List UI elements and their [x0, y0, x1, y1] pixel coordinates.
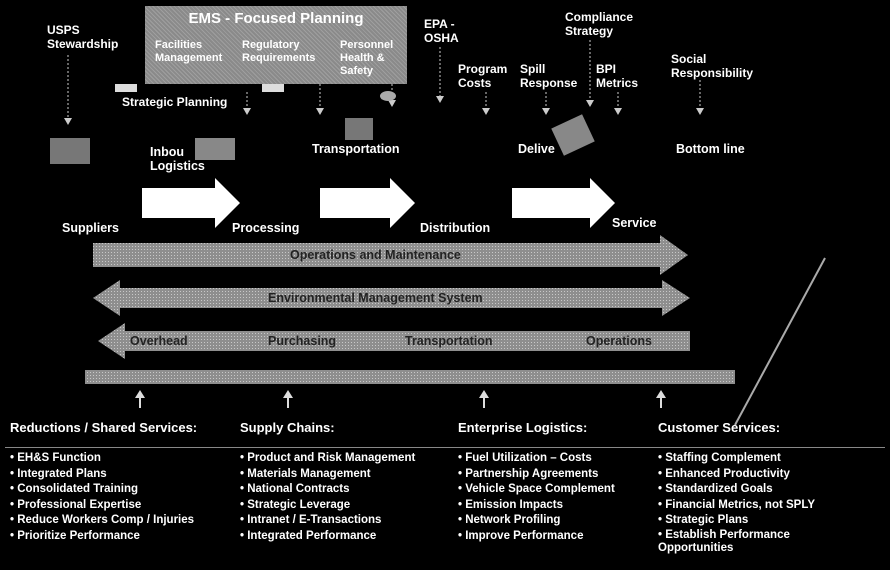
- delivery-truck-icon: [551, 114, 595, 156]
- truck-icon: [115, 84, 137, 92]
- list-item: Partnership Agreements: [458, 467, 615, 483]
- operations-label: Operations: [586, 334, 652, 348]
- arrow-inbound: [142, 178, 240, 228]
- list-item: Prioritize Performance: [10, 529, 197, 545]
- program-costs-label: Program Costs: [458, 62, 508, 90]
- arrow-transport: [320, 178, 415, 228]
- list-item: Integrated Performance: [240, 529, 415, 545]
- transportation-label: Transportation: [312, 142, 400, 156]
- overhead-bar: [98, 323, 690, 359]
- list-item: EH&S Function: [10, 451, 197, 467]
- arrow-delivery: [512, 178, 615, 228]
- list-item: Improve Performance: [458, 529, 615, 545]
- ops-maint-bar: [93, 235, 688, 275]
- vehicle-icon: [345, 118, 373, 140]
- spill-response-label: Spill Response: [520, 62, 578, 90]
- section-list: Fuel Utilization – Costs Partnership Agr…: [458, 451, 615, 544]
- section-supply-chains: Supply Chains: Product and Risk Manageme…: [240, 420, 415, 544]
- ems-bar: [93, 280, 690, 316]
- list-item: Consolidated Training: [10, 482, 197, 498]
- transportation-bar-label: Transportation: [405, 334, 493, 348]
- section-header: Enterprise Logistics:: [458, 420, 588, 435]
- suppliers-label: Suppliers: [62, 221, 119, 235]
- list-item: Product and Risk Management: [240, 451, 415, 467]
- inbound-logistics-label: Inbou Logistics: [150, 145, 205, 173]
- social-responsibility-label: Social Responsibility: [671, 52, 754, 80]
- distribution-label: Distribution: [420, 221, 491, 235]
- list-item: Staffing Complement: [658, 451, 815, 467]
- globe-icon: [380, 91, 396, 101]
- strategic-planning-label: Strategic Planning: [122, 95, 228, 109]
- ems-focused-planning-box: EMS - Focused Planning Facilities Manage…: [145, 6, 407, 84]
- list-item: Financial Metrics, not SPLY: [658, 498, 815, 514]
- list-item: Intranet / E-Transactions: [240, 513, 415, 529]
- epa-osha-label: EPA - OSHA: [424, 17, 459, 45]
- section-customer-services: Customer Services: Staffing Complement E…: [658, 420, 815, 555]
- ops-maint-label: Operations and Maintenance: [290, 248, 461, 262]
- purchasing-label: Purchasing: [268, 334, 337, 348]
- bottom-line-label: Bottom line: [676, 142, 745, 156]
- ems-col-regulatory: Regulatory Requirements: [242, 39, 316, 64]
- section-header: Customer Services:: [658, 420, 781, 435]
- section-reductions: Reductions / Shared Services: EH&S Funct…: [10, 420, 197, 544]
- truck-icon-2: [262, 84, 284, 92]
- bpi-metrics-label: BPI Metrics: [596, 62, 639, 90]
- delivery-label: Delive: [518, 142, 555, 156]
- top-connectors: [50, 40, 704, 164]
- service-label: Service: [612, 216, 657, 230]
- supplier-image-icon: [50, 138, 90, 164]
- section-enterprise-logistics: Enterprise Logistics: Fuel Utilization –…: [458, 420, 615, 544]
- ems-title: EMS - Focused Planning: [188, 10, 364, 27]
- list-item: Establish Performance Opportunities: [658, 529, 815, 555]
- list-item: Enhanced Productivity: [658, 467, 815, 483]
- base-bar: [85, 370, 735, 384]
- list-item: Materials Management: [240, 467, 415, 483]
- list-item: Standardized Goals: [658, 482, 815, 498]
- list-item: Strategic Plans: [658, 513, 815, 529]
- list-item: Network Profiling: [458, 513, 615, 529]
- ems-bar-label: Environmental Management System: [268, 291, 483, 305]
- ems-col-personnel: Personnel Health & Safety: [340, 39, 394, 77]
- section-divider: [5, 447, 885, 448]
- list-item: Fuel Utilization – Costs: [458, 451, 615, 467]
- list-item: Reduce Workers Comp / Injuries: [10, 513, 197, 529]
- overhead-label: Overhead: [130, 334, 188, 348]
- section-list: Staffing Complement Enhanced Productivit…: [658, 451, 815, 555]
- ems-col-facilities: Facilities Management: [155, 39, 223, 64]
- section-header: Supply Chains:: [240, 420, 335, 435]
- section-header: Reductions / Shared Services:: [10, 420, 198, 435]
- section-list: Product and Risk Management Materials Ma…: [240, 451, 415, 544]
- compliance-strategy-label: Compliance Strategy: [565, 10, 634, 38]
- list-item: Integrated Plans: [10, 467, 197, 483]
- processing-label: Processing: [232, 221, 300, 235]
- list-item: Vehicle Space Complement: [458, 482, 615, 498]
- list-item: Emission Impacts: [458, 498, 615, 514]
- list-item: National Contracts: [240, 482, 415, 498]
- section-list: EH&S Function Integrated Plans Consolida…: [10, 451, 197, 544]
- building-icon: [195, 138, 235, 160]
- usps-stewardship-label: USPS Stewardship: [47, 23, 119, 51]
- list-item: Professional Expertise: [10, 498, 197, 514]
- diagonal-line: [734, 257, 826, 426]
- list-item: Strategic Leverage: [240, 498, 415, 514]
